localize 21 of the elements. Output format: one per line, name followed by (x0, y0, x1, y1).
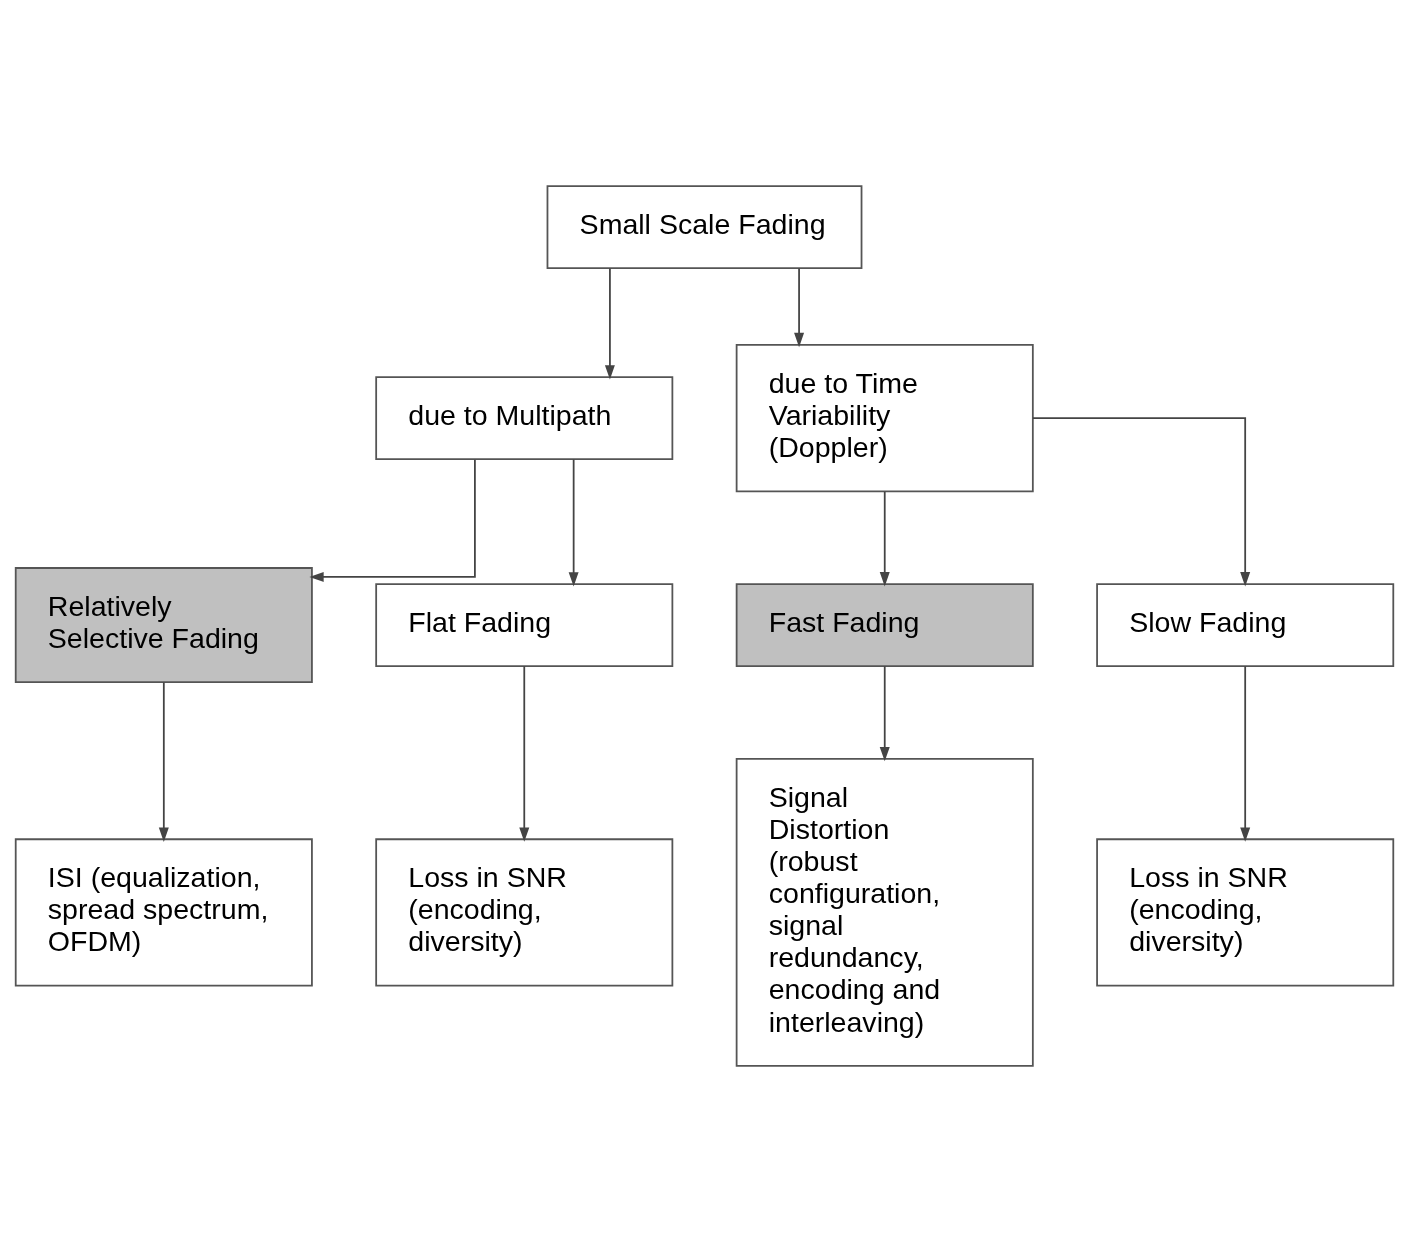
arrow (309, 458, 476, 582)
arrow (1032, 416, 1251, 586)
node-box: Loss in SNR (encoding, diversity) (1096, 837, 1395, 986)
node-box: ISI (equalization, spread spectrum, OFDM) (14, 837, 313, 986)
arrow (1240, 664, 1251, 842)
arrow (879, 664, 890, 761)
node-box: Signal Distortion (robust configuration, signal redundancy, encoding and interleaving) (735, 757, 1034, 1067)
arrow (158, 681, 169, 842)
node-box: Fast Fading (735, 582, 1034, 667)
node-box: Flat Fading (375, 582, 674, 667)
arrow (794, 267, 805, 347)
node-box: due to Time Variability (Doppler) (735, 343, 1034, 492)
node-box: Relatively Selective Fading (14, 566, 313, 683)
node-box: Loss in SNR (encoding, diversity) (375, 837, 674, 986)
node-box: due to Multipath (375, 375, 674, 460)
node-box: Small Scale Fading (546, 184, 863, 269)
arrow (568, 458, 579, 586)
arrow (604, 267, 615, 379)
arrow (519, 664, 530, 842)
arrow (879, 490, 890, 586)
node-box: Slow Fading (1096, 582, 1395, 667)
